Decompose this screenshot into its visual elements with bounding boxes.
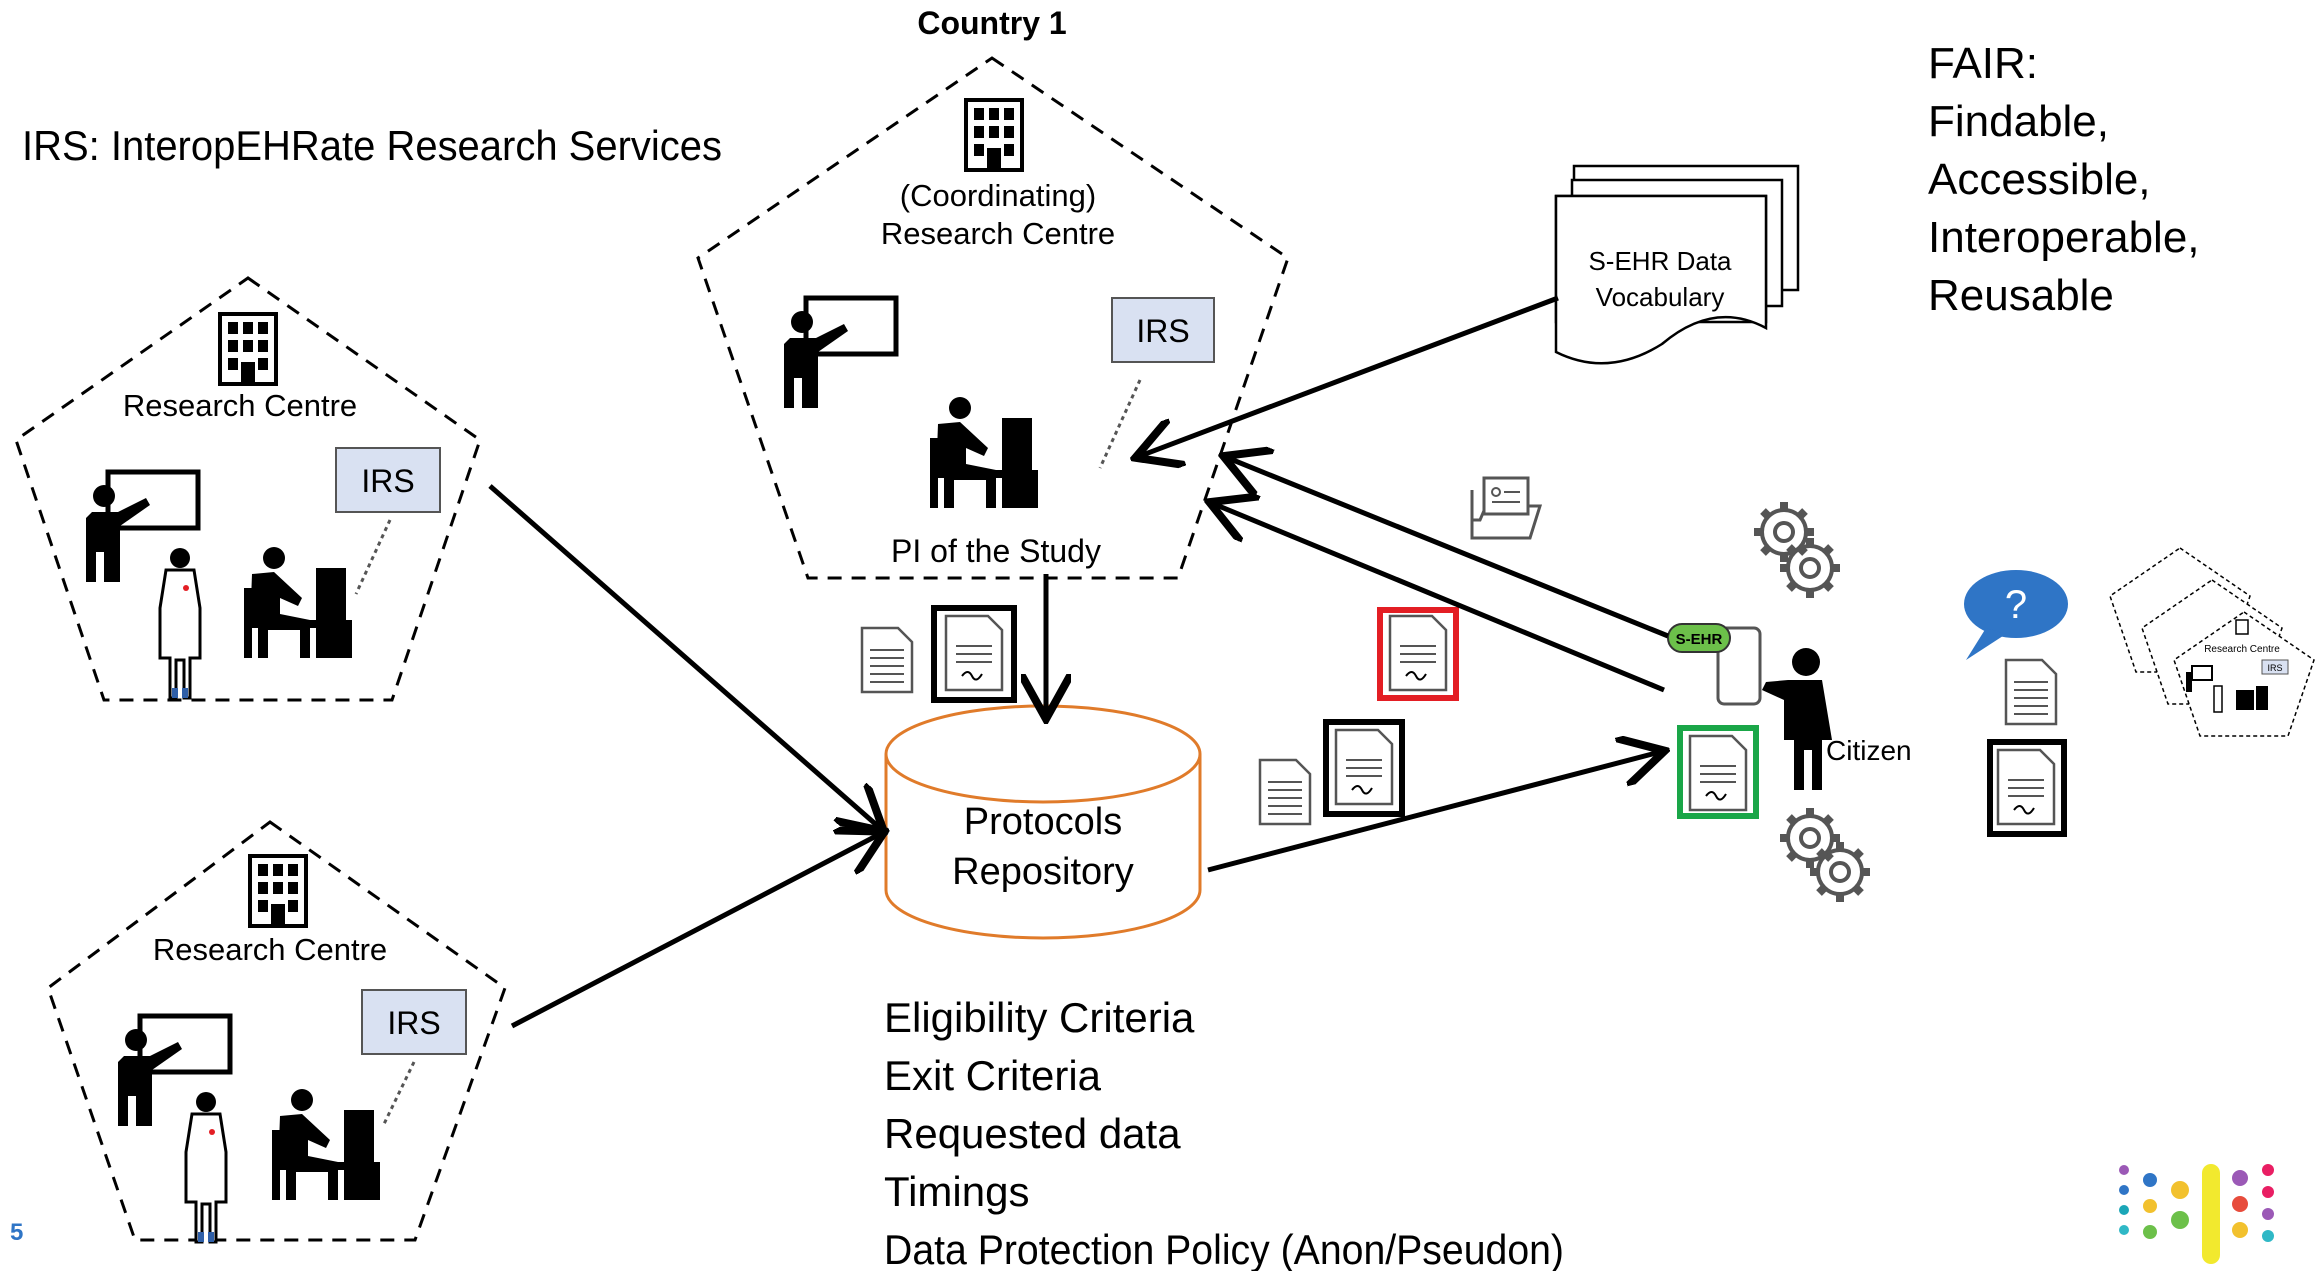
arrow-citizen-to-pi-lower xyxy=(1214,504,1665,693)
arrow-citizen-to-pi-upper xyxy=(1228,458,1669,639)
signed-consent-icon xyxy=(1323,719,1405,817)
irs-box xyxy=(1111,297,1215,363)
gear-icon xyxy=(1780,538,1840,598)
logo xyxy=(2119,1164,2274,1264)
irs-box xyxy=(335,447,441,513)
teacher-icon xyxy=(118,1016,230,1126)
document-icon xyxy=(2004,658,2058,726)
criteria-item: Timings xyxy=(884,1168,1029,1215)
pi-worker-icon xyxy=(930,397,1038,508)
citizen-icon xyxy=(1762,680,1832,790)
arrow-vocabulary-to-pi xyxy=(1140,295,1559,456)
citizen: S-EHR Citizen xyxy=(1667,623,1912,790)
worker-icon xyxy=(244,547,352,658)
page-number: 5 xyxy=(10,1219,23,1246)
vocabulary-label: S-EHR Data xyxy=(1588,246,1732,276)
consent-red-icon xyxy=(1377,607,1459,701)
criteria-list: Eligibility Criteria Exit Criteria Reque… xyxy=(884,994,1564,1271)
fair-line: Reusable xyxy=(1928,271,2114,320)
phone-icon xyxy=(1716,626,1762,706)
vocabulary-document: S-EHR Data Vocabulary xyxy=(1554,164,1800,365)
question-bubble: ? xyxy=(1964,570,2068,660)
consent-green-icon xyxy=(1677,725,1759,819)
mini-centre-label: Research Centre xyxy=(2204,644,2280,655)
fair-line: Findable, xyxy=(1928,97,2109,146)
protocols-repository: Protocols Repository xyxy=(884,704,1202,940)
citizen-label: Citizen xyxy=(1826,735,1912,766)
irs-label: IRS xyxy=(361,463,414,499)
research-centre-label: Research Centre xyxy=(881,216,1115,251)
question-mark: ? xyxy=(2005,583,2027,627)
worker-icon xyxy=(272,1089,380,1200)
irs-label: IRS xyxy=(387,1005,440,1041)
fair-line: Accessible, xyxy=(1928,155,2151,204)
building-icon xyxy=(218,312,278,386)
country-label: Country 1 xyxy=(917,5,1066,41)
coordinating-centre: Country 1 (Coordinating) Research Centre… xyxy=(696,5,1290,580)
fair-principles: FAIR: Findable, Accessible, Interoperabl… xyxy=(1928,39,2200,320)
research-centre-boundary xyxy=(14,276,482,702)
gear-icon xyxy=(1754,502,1814,562)
irs-definition: IRS: InteropEHRate Research Services xyxy=(22,122,722,169)
repository-label: Protocols xyxy=(964,801,1122,843)
gear-icon xyxy=(1810,842,1870,902)
fair-line: Interoperable, xyxy=(1928,213,2200,262)
building-icon xyxy=(964,98,1024,172)
document-icon xyxy=(860,626,914,694)
mini-irs-label: IRS xyxy=(2267,663,2282,673)
arrow-bottom-centre-to-repository xyxy=(510,834,880,1029)
folder-icon xyxy=(1470,476,1543,540)
research-centre-top: Research Centre IRS xyxy=(14,276,482,702)
gear-icon xyxy=(1780,808,1840,868)
research-centre-label: Research Centre xyxy=(123,388,357,423)
doctor-icon xyxy=(158,546,202,700)
mini-research-centres: Research Centre IRS xyxy=(2109,547,2315,737)
teacher-icon xyxy=(784,298,896,408)
arrow-repository-to-citizen xyxy=(1207,752,1660,873)
research-centre-bottom: Research Centre IRS xyxy=(46,820,507,1244)
signed-consent-icon xyxy=(1987,739,2067,837)
sehr-badge-label: S-EHR xyxy=(1676,631,1723,648)
criteria-item: Exit Criteria xyxy=(884,1052,1102,1099)
repository-label: Repository xyxy=(952,851,1134,893)
flow-arrows xyxy=(488,295,1669,1029)
signed-consent-icon xyxy=(931,605,1017,703)
doctor-icon xyxy=(184,1090,228,1244)
sehr-badge xyxy=(1667,623,1731,653)
criteria-item: Data Protection Policy (Anon/Pseudon) xyxy=(884,1226,1564,1271)
criteria-item: Eligibility Criteria xyxy=(884,994,1195,1041)
irs-label: IRS xyxy=(1136,313,1189,349)
arrow-top-centre-to-repository xyxy=(488,484,880,828)
irs-box xyxy=(361,989,467,1055)
building-icon xyxy=(248,854,308,928)
fair-line: FAIR: xyxy=(1928,39,2038,88)
document-icon xyxy=(1258,758,1312,826)
criteria-item: Requested data xyxy=(884,1110,1181,1157)
research-centre-label: Research Centre xyxy=(153,932,387,967)
pi-label: PI of the Study xyxy=(891,533,1101,569)
coordinating-label: (Coordinating) xyxy=(900,178,1096,213)
vocabulary-label: Vocabulary xyxy=(1596,282,1725,312)
coordinating-centre-boundary xyxy=(696,56,1290,580)
